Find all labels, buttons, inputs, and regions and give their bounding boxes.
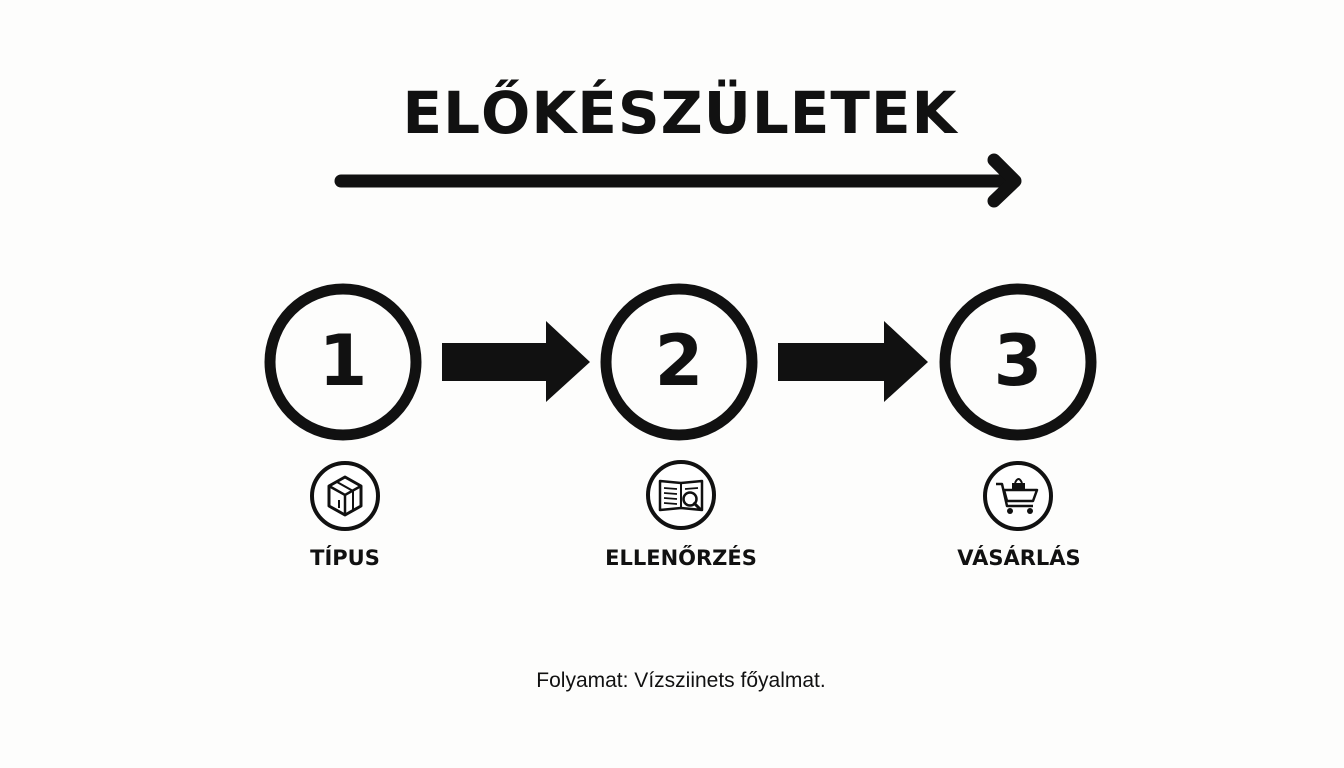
step-3-circle — [939, 283, 1097, 441]
book-magnifier-icon — [646, 460, 716, 530]
caption-text: Folyamat: Vízsziinets főyalmat. — [536, 669, 826, 692]
cube-icon — [310, 461, 380, 531]
connector-arrow-2-3 — [778, 321, 928, 402]
step-1-label: TÍPUS — [310, 546, 380, 570]
step-2-label: ELLENŐRZÉS — [605, 546, 757, 570]
timeline-arrow — [334, 153, 1022, 208]
step-1-number: 1 — [318, 320, 368, 402]
connector-arrow-1-2 — [442, 321, 590, 402]
step-1-circle — [264, 283, 422, 441]
step-3-label: VÁSÁRLÁS — [957, 546, 1081, 570]
step-3-number: 3 — [993, 320, 1043, 402]
shopping-cart-icon — [983, 461, 1053, 531]
page-title: ELŐKÉSZÜLETEK — [402, 79, 958, 147]
step-2-circle — [600, 283, 758, 441]
step-2-number: 2 — [654, 320, 704, 402]
